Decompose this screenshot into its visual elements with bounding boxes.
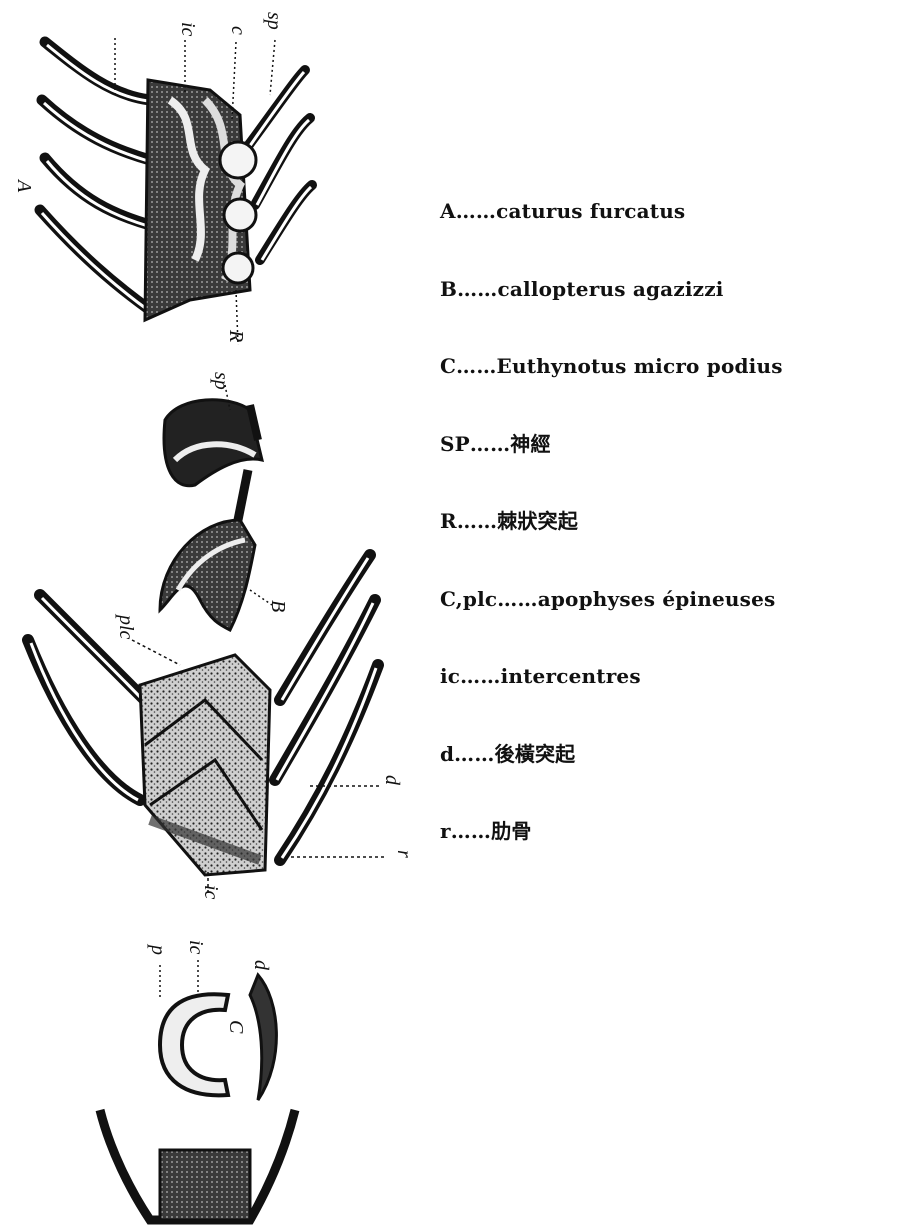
- drawing-a: [40, 38, 312, 345]
- drawing-b: [160, 385, 272, 630]
- legend-item-ic: ic……intercentres: [440, 661, 895, 739]
- label-r-a: R: [225, 329, 247, 342]
- label-plc: plc: [115, 613, 137, 640]
- legend-item-c: C……Euthynotus micro podius: [440, 351, 895, 429]
- legend-item-d: d……後橫突起: [440, 739, 895, 817]
- legend-item-sp: SP……神經: [440, 429, 895, 507]
- label-ic-a: ic: [177, 22, 199, 37]
- legend-item-b: B……callopterus agazizzi: [440, 274, 895, 352]
- label-r-c: r: [393, 850, 415, 858]
- label-d-c: d: [381, 775, 403, 786]
- label-a: A: [13, 178, 35, 193]
- label-sp-a: sp: [263, 12, 285, 30]
- label-b: B: [267, 600, 289, 612]
- drawing-d: [100, 960, 295, 1220]
- legend-item-r: R……棘狀突起: [440, 506, 895, 584]
- legend-item-a: A……caturus furcatus: [440, 196, 895, 274]
- label-c-b: C: [225, 1020, 247, 1034]
- label-c-a: c: [227, 26, 249, 35]
- label-ic-c: ic: [200, 885, 222, 900]
- label-d-d: d: [250, 960, 272, 971]
- legend-item-rib: r……肋骨: [440, 816, 895, 894]
- label-p-d: p: [147, 943, 169, 955]
- label-ic-d: ic: [185, 940, 207, 955]
- legend: A……caturus furcatus B……callopterus agazi…: [440, 196, 895, 894]
- legend-item-plc: C,plc……apophyses épineuses: [440, 584, 895, 662]
- label-sp-b: sp: [210, 372, 232, 390]
